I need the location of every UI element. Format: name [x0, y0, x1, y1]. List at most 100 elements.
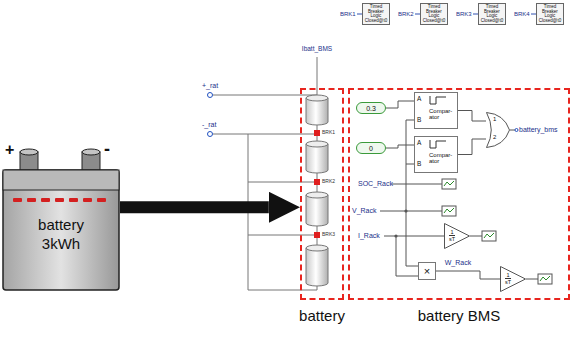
node-text: Compar-ator	[429, 152, 456, 164]
multiplier-block: ×	[418, 262, 436, 280]
cell-top	[306, 141, 328, 147]
meter-symbol	[538, 274, 552, 284]
node-text: A	[417, 140, 421, 147]
terminal-dot	[208, 93, 213, 98]
signal-label: BRK2	[398, 11, 414, 17]
node-text: Timed Breaker Logic Closed@t0	[421, 5, 447, 23]
node-text: B	[417, 161, 421, 168]
signal-label: SOC_Rack	[358, 180, 393, 187]
wire	[317, 286, 318, 290]
battery-illustration: battery 3kWh	[2, 146, 120, 292]
node-text: ×	[424, 266, 430, 277]
node-text: battery 3kWh	[24, 216, 98, 254]
comparator-icon	[430, 96, 431, 104]
node-shape	[429, 139, 447, 149]
battery-stripe	[69, 198, 78, 202]
wire	[406, 120, 407, 266]
node-shape	[500, 266, 526, 292]
signal-label: -_rat	[202, 121, 216, 128]
wire	[248, 290, 317, 291]
battery-stripe	[83, 198, 92, 202]
meter-trace	[444, 181, 454, 186]
node-text: battery	[299, 308, 345, 323]
node-text: 1	[493, 116, 496, 122]
wire	[510, 130, 515, 131]
triangle-outline	[501, 267, 526, 292]
breakers	[314, 130, 320, 238]
edge-label: W_Rack	[444, 259, 472, 266]
wire	[396, 236, 397, 276]
battery-lid	[3, 170, 119, 190]
node-text: Timed Breaker Logic Closed@t0	[363, 5, 389, 23]
wire	[213, 134, 248, 135]
node-text: battery BMS	[418, 308, 501, 323]
gate-outline	[487, 113, 510, 148]
battery-stripe	[97, 198, 106, 202]
fraction: 1sT	[503, 273, 513, 286]
timer-block: Timed Breaker Logic Closed@t0	[362, 3, 390, 25]
meter-symbol	[442, 179, 456, 189]
meter-trace	[444, 208, 454, 213]
block-arrow	[120, 201, 269, 213]
signal-label: -	[104, 140, 110, 158]
breaker-symbol	[314, 130, 320, 136]
junction-dot	[404, 209, 407, 212]
cell-top	[306, 245, 328, 251]
terminal-top	[82, 149, 100, 155]
battery-stripe	[41, 198, 50, 202]
node-text: 0	[369, 145, 373, 152]
cell-body	[306, 144, 328, 173]
node-shape	[486, 112, 510, 148]
terminal-dot	[515, 129, 518, 132]
timer-block: Timed Breaker Logic Closed@t0	[478, 3, 506, 25]
wire	[384, 236, 444, 237]
constant-block: 0	[356, 142, 386, 154]
node-text: 0.3	[366, 105, 376, 112]
signal-label: battery_bms	[519, 126, 558, 133]
comparator-block: A B Compar-ator	[414, 92, 458, 129]
constant-block: 0.3	[356, 102, 386, 114]
node-text: A	[417, 96, 421, 103]
signal-line	[458, 111, 486, 122]
cell-body	[306, 248, 328, 286]
cell-body	[306, 195, 328, 226]
signal-label: +_rat	[202, 82, 218, 89]
terminal-dot	[208, 132, 213, 137]
wire	[248, 182, 314, 183]
comparator-icon	[430, 140, 431, 148]
wire	[406, 266, 418, 267]
signal-label: V_Rack	[352, 207, 377, 214]
battery-body	[3, 170, 119, 290]
bms-wires	[380, 120, 538, 279]
comparator-icon	[430, 97, 446, 104]
comparator-block: A B Compar-ator	[414, 136, 458, 173]
signal-label: BRK2	[322, 179, 335, 184]
junction-dot	[394, 234, 397, 237]
signal-line	[386, 145, 414, 148]
breaker-symbol	[314, 179, 320, 185]
terminal-top	[20, 149, 38, 155]
dashed-region: 0.3ABCompar-ator0ABCompar-ator121sT×1sTb…	[348, 88, 570, 300]
integrator-block: 1sT	[444, 223, 470, 249]
node-text: Compar-ator	[429, 108, 456, 120]
meter-symbol	[442, 206, 456, 216]
breaker-symbol	[314, 232, 320, 238]
signal-label: I_Rack	[358, 232, 380, 239]
fraction: 1sT	[447, 230, 457, 243]
wire	[406, 120, 414, 121]
meter-trace	[540, 276, 550, 281]
battery-stripe	[55, 198, 64, 202]
signal-line	[436, 271, 500, 279]
wire	[526, 279, 538, 280]
timer-block: Timed Breaker Logic Closed@t0	[536, 3, 564, 25]
signal-label: BRK1	[322, 130, 335, 135]
cell-top	[306, 192, 328, 198]
signal-line	[458, 139, 486, 155]
node-text: B	[417, 117, 421, 124]
integrator-block: 1sT	[500, 266, 526, 292]
node-text: 2	[493, 134, 496, 140]
dashed-region: battery	[300, 88, 344, 300]
wire	[392, 184, 442, 185]
meter-trace	[484, 233, 494, 238]
